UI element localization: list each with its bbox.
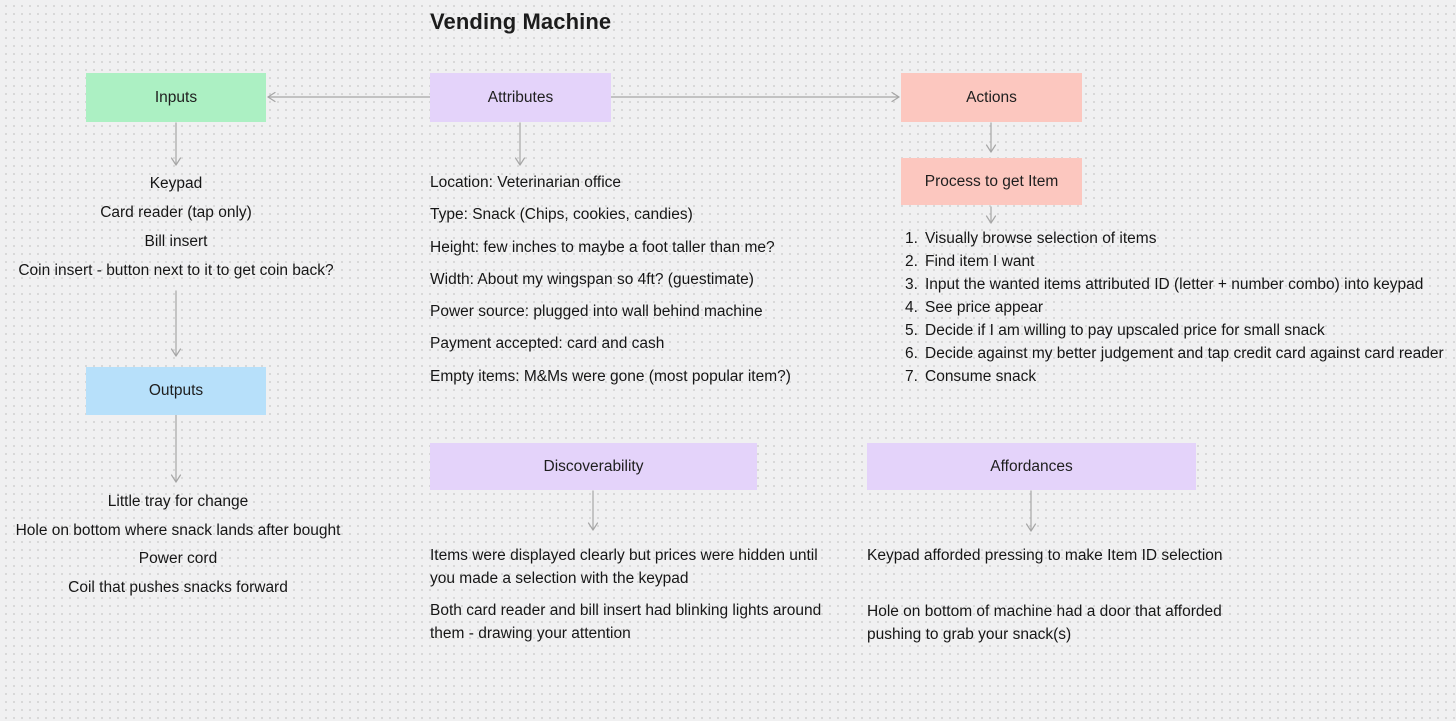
connector-discoverability-down-arrow[interactable] bbox=[589, 491, 598, 530]
step-number: 3. bbox=[905, 276, 918, 293]
step-number: 1. bbox=[905, 230, 918, 247]
connector-attributes-to-inputs-arrow[interactable] bbox=[268, 93, 430, 102]
actions-box-label: Actions bbox=[966, 88, 1017, 106]
note-paragraph: Both card reader and bill insert had bli… bbox=[430, 602, 822, 642]
list-item: Card reader (tap only) bbox=[100, 204, 252, 221]
step-number: 2. bbox=[905, 253, 918, 270]
list-item: Location: Veterinarian office bbox=[430, 174, 622, 191]
attributes-box-label: Attributes bbox=[487, 88, 554, 106]
attributes-list[interactable]: Location: Veterinarian office Type: Snac… bbox=[430, 167, 850, 393]
process-to-get-item-box[interactable]: Process to get Item bbox=[901, 158, 1082, 205]
list-item: Empty items: M&Ms were gone (most popula… bbox=[430, 367, 791, 385]
step-text: Consume snack bbox=[925, 368, 1037, 385]
list-item: 7. Consume snack bbox=[903, 365, 1456, 388]
process-steps-list[interactable]: 1. Visually browse selection of items 2.… bbox=[903, 227, 1456, 388]
step-number: 5. bbox=[905, 322, 918, 339]
list-item: Coin insert - button next to it to get c… bbox=[18, 262, 334, 279]
outputs-list[interactable]: Little tray for change Hole on bottom wh… bbox=[0, 488, 356, 603]
discoverability-box[interactable]: Discoverability bbox=[430, 443, 757, 490]
connector-inputlist-to-outputs-arrow[interactable] bbox=[172, 291, 181, 356]
note-paragraph: Items were displayed clearly but prices … bbox=[430, 547, 818, 587]
list-item: Bill insert bbox=[144, 233, 208, 250]
list-item: 1. Visually browse selection of items bbox=[903, 227, 1456, 250]
connector-inputs-down-arrow[interactable] bbox=[172, 123, 181, 165]
list-item: 6. Decide against my better judgement an… bbox=[903, 342, 1456, 365]
list-item: Coil that pushes snacks forward bbox=[68, 579, 288, 597]
connector-affordances-down-arrow[interactable] bbox=[1027, 491, 1036, 531]
actions-box[interactable]: Actions bbox=[901, 73, 1082, 122]
list-item: 4. See price appear bbox=[903, 296, 1456, 319]
list-item: Little tray for change bbox=[107, 493, 249, 510]
step-number: 7. bbox=[905, 368, 918, 385]
step-text: See price appear bbox=[925, 299, 1044, 316]
note-paragraph: Keypad afforded pressing to make Item ID… bbox=[867, 547, 1223, 564]
list-item: 2. Find item I want bbox=[903, 250, 1456, 273]
step-number: 4. bbox=[905, 299, 918, 316]
discoverability-notes[interactable]: Items were displayed clearly but prices … bbox=[430, 544, 830, 645]
list-item: 3. Input the wanted items attributed ID … bbox=[903, 273, 1456, 296]
inputs-box-label: Inputs bbox=[154, 88, 198, 106]
step-text: Decide if I am willing to pay upscaled p… bbox=[925, 322, 1325, 339]
step-number: 6. bbox=[905, 345, 918, 362]
attributes-box[interactable]: Attributes bbox=[430, 73, 611, 122]
connector-outputs-down-arrow[interactable] bbox=[172, 415, 181, 482]
affordances-box-label: Affordances bbox=[990, 457, 1073, 475]
outputs-box-label: Outputs bbox=[148, 382, 204, 399]
list-item: Power cord bbox=[138, 550, 218, 568]
discoverability-box-label: Discoverability bbox=[543, 457, 644, 475]
connector-attributes-down-arrow[interactable] bbox=[516, 123, 525, 165]
step-text: Find item I want bbox=[925, 253, 1035, 270]
list-item: Width: About my wingspan so 4ft? (guesti… bbox=[430, 270, 754, 288]
process-box-label: Process to get Item bbox=[924, 172, 1059, 190]
connector-attributes-to-actions-arrow[interactable] bbox=[611, 93, 899, 102]
list-item: Keypad bbox=[149, 175, 203, 192]
page-title[interactable]: Vending Machine bbox=[430, 9, 612, 34]
outputs-box[interactable]: Outputs bbox=[86, 367, 266, 415]
step-text: Visually browse selection of items bbox=[925, 230, 1157, 247]
list-item: Type: Snack (Chips, cookies, candies) bbox=[430, 206, 693, 224]
inputs-box[interactable]: Inputs bbox=[86, 73, 266, 122]
affordances-box[interactable]: Affordances bbox=[867, 443, 1196, 490]
list-item: Height: few inches to maybe a foot talle… bbox=[430, 238, 775, 256]
connector-process-to-steps-arrow[interactable] bbox=[987, 207, 996, 223]
connector-actions-to-process-arrow[interactable] bbox=[987, 123, 996, 152]
note-paragraph: Hole on bottom of machine had a door tha… bbox=[867, 603, 1222, 643]
affordances-notes[interactable]: Keypad afforded pressing to make Item ID… bbox=[867, 544, 1235, 646]
step-text: Decide against my better judgement and t… bbox=[925, 345, 1444, 362]
step-text: Input the wanted items attributed ID (le… bbox=[925, 276, 1424, 293]
list-item: Payment accepted: card and cash bbox=[430, 335, 665, 353]
list-item: Power source: plugged into wall behind m… bbox=[430, 303, 763, 321]
inputs-list[interactable]: Keypad Card reader (tap only) Bill inser… bbox=[0, 169, 352, 285]
list-item: Hole on bottom where snack lands after b… bbox=[15, 521, 341, 539]
list-item: 5. Decide if I am willing to pay upscale… bbox=[903, 319, 1456, 342]
